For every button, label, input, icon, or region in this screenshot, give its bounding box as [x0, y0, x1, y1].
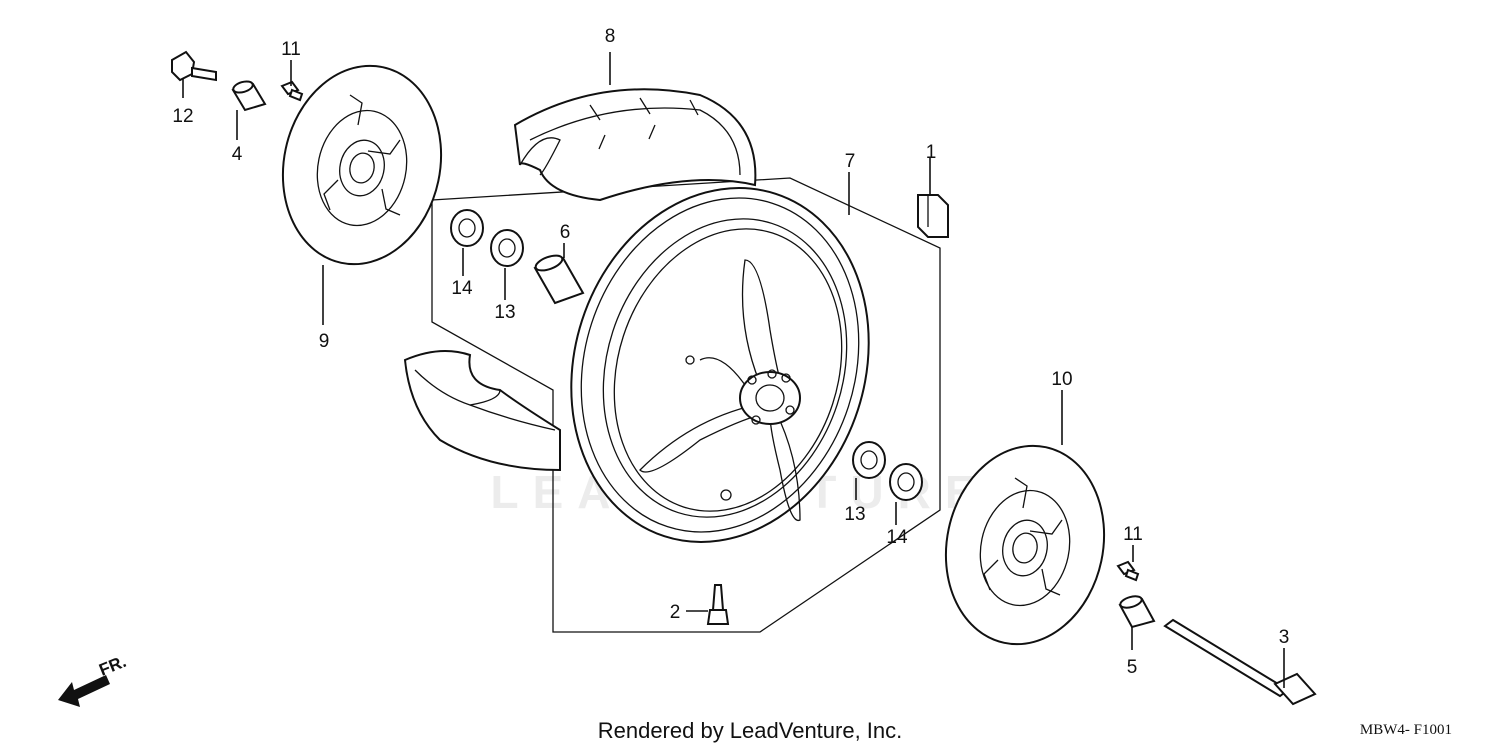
side-collar-left — [231, 80, 267, 112]
disc-screw-bottom — [1116, 560, 1140, 582]
bearing-left — [450, 209, 484, 247]
callout-14-top: 14 — [451, 278, 473, 299]
callout-8: 8 — [605, 26, 616, 47]
wheel-rim — [570, 187, 870, 543]
callout-5: 5 — [1127, 657, 1138, 678]
dust-seal-left — [490, 229, 524, 267]
assembly-outline — [431, 177, 941, 633]
callout-7: 7 — [845, 151, 856, 172]
callout-2: 2 — [670, 602, 681, 623]
drawing-code: MBW4- F1001 — [1360, 722, 1452, 738]
distance-collar — [533, 254, 585, 305]
callout-6: 6 — [560, 222, 571, 243]
callout-9: 9 — [319, 331, 330, 352]
callout-4: 4 — [232, 144, 243, 165]
brake-disc-left — [281, 64, 443, 266]
callout-3: 3 — [1279, 627, 1290, 648]
disc-screw-top — [280, 80, 304, 102]
dust-seal-right — [852, 441, 886, 479]
arrow-left-icon — [58, 675, 110, 707]
brake-disc-right — [944, 444, 1106, 646]
flange-bolt — [171, 50, 217, 82]
footer-credit: Rendered by LeadVenture, Inc. — [598, 718, 903, 743]
tire-upper — [513, 88, 757, 202]
front-axle — [1163, 618, 1317, 706]
tire-lower — [403, 350, 561, 472]
callout-11-top: 11 — [281, 39, 301, 60]
direction-label: FR. — [96, 652, 129, 680]
callout-13-bottom: 13 — [844, 504, 865, 525]
front-direction-arrow: FR. — [58, 652, 129, 707]
balance-weight — [917, 194, 949, 238]
callout-1: 1 — [926, 142, 937, 163]
callout-13-top: 13 — [494, 302, 515, 323]
leader-lines — [182, 52, 1285, 688]
callout-11-bottom: 11 — [1123, 524, 1143, 545]
side-collar-right — [1118, 595, 1156, 629]
bearing-right — [889, 463, 923, 501]
tire-valve — [706, 584, 730, 625]
callout-14-bottom: 14 — [886, 527, 908, 548]
callout-10: 10 — [1051, 369, 1072, 390]
callout-12: 12 — [172, 106, 193, 127]
